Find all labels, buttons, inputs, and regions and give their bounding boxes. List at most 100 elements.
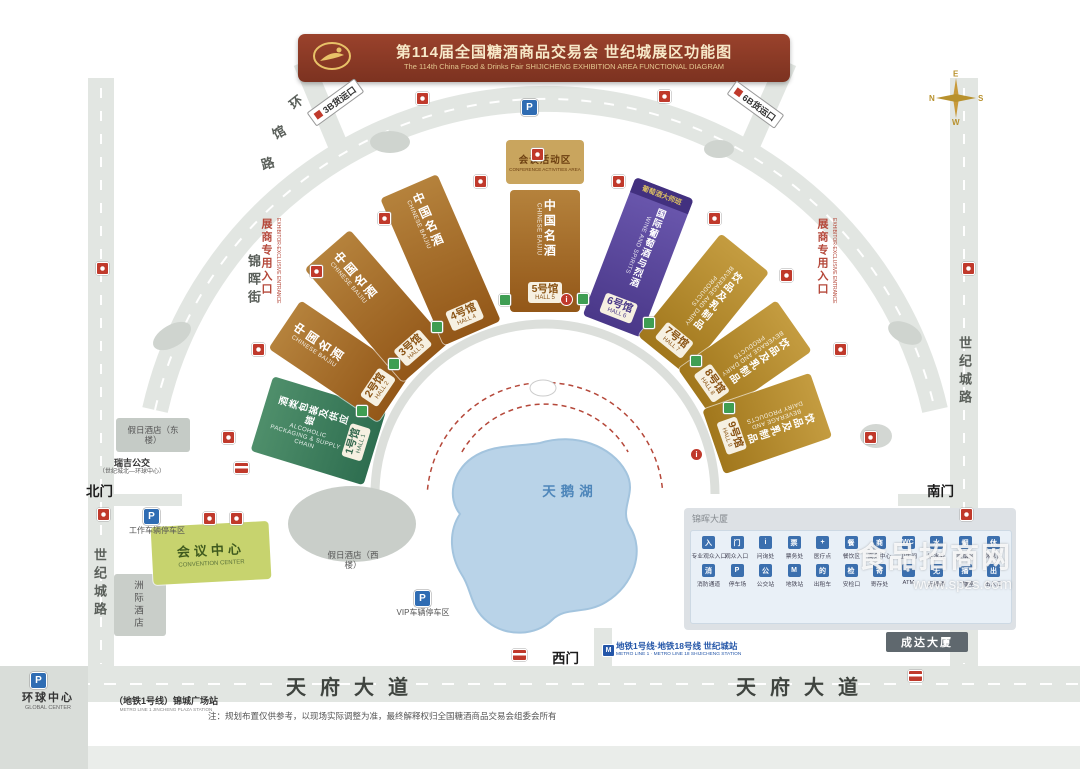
tianfu-avenue-road [0,666,1080,702]
compass-s: S [978,94,984,103]
legend-item-label: 观众入口 [725,553,749,560]
ring-road-centerline [154,97,936,411]
staff-parking-label: 工作车辆停车区 [129,526,185,535]
tianfu-avenue-west-label: 天府大道 [286,677,422,699]
building-blob [370,131,410,153]
legend-item-label: ATM [902,579,914,586]
legend-item-label: 公交站 [756,581,775,588]
rest-area-icon: 休 [987,536,1000,549]
vip-parking-label: VIP车辆停车区 [396,608,450,617]
conference-activities-area: 会议活动区 CONFERENCE ACTIVITIES AREA [506,140,584,184]
holiday-inn-east-label: 假日酒店（东楼） [127,425,179,446]
legend-item: 播广播室 [952,564,979,588]
amenity-icon [230,512,243,525]
amenity-icon [531,148,544,161]
inner-walkway [370,319,720,495]
gate-amenity-icon [97,508,110,521]
accessible-icon: 无 [930,564,943,577]
visitor-entrance-icon: 入 [702,536,715,549]
legend-item: 出出入口 [980,564,1007,588]
fair-logo [312,39,352,78]
amenity-icon [203,512,216,525]
legend-item-label: 商务中心 [867,553,892,560]
metro-station-label: 地铁1号线·地铁18号线 世纪城站 METRO LINE 1 · METRO L… [616,641,742,657]
chengda-tower-label: 成达大厦 [886,632,968,652]
legend-item-label: 出租车 [813,581,832,588]
legend-item-label: 餐饮区 [842,553,860,560]
entrance-icon: 门 [730,536,744,549]
legend-item-label: 卫生间 [899,553,917,560]
dining-icon: 餐 [844,536,858,549]
cargo-icon [733,87,744,98]
century-road-left: 世纪城路 [92,548,107,620]
legend-item-label: 消防通道 [696,581,721,588]
south-gate-label: 南门 [927,484,954,499]
escalator-icon [577,293,589,305]
information-icon: i [690,448,703,461]
north-gate-label: 北门 [86,484,113,499]
legend-item-label: 问询处 [756,553,775,560]
information-icon: i [560,293,573,306]
bus-icon: 公 [759,564,772,577]
small-pond [529,379,557,397]
restroom-icon: WC [901,536,915,549]
dashed-route-arc [461,403,629,453]
legend-item-label: 停车场 [728,581,746,588]
global-center-label: 环球中心 GLOBAL CENTER [22,692,74,712]
exhibitor-entrance-label-en: EXHIBITOR-EXCLUSIVE ENTRANCE [831,218,837,304]
shuttle-bus-label: 瑞吉公交 （世纪城北—环球中心） [98,458,165,475]
broadcast-icon: 播 [958,564,972,577]
legend-item: 的出租车 [809,564,836,588]
tianfu-avenue-east-label: 天府大道 [736,677,872,699]
building-blob [153,321,191,351]
escalator-icon [723,402,735,414]
storage-icon: 寄 [873,564,886,577]
amenity-icon [222,431,235,444]
legend-item-label: 无障碍 [927,581,946,588]
holiday-inn-west-building [288,486,416,562]
exhibitor-entrance-label-cn: 展商专用入口 [260,218,272,296]
parking-icon: P [521,99,538,116]
taxi-icon: 的 [816,564,829,577]
bus-stop-icon [908,670,923,682]
amenity-icon [864,431,877,444]
legend-item-label: 出入口 [984,581,1003,588]
legend-item: 休休息区 [980,536,1007,560]
holiday-inn-west-label: 假日酒店（西楼） [327,550,379,571]
legend-item: 商商务中心 [866,536,893,560]
exhibitor-entrance-label-cn: 展商专用入口 [816,218,828,296]
amenity-icon [416,92,429,105]
disclaimer-note: 注：规划布置仅供参考，以现场实际调整为准，最终解释权归全国糖酒商品交易会组委会所… [208,711,557,721]
legend-item: 无无障碍 [923,564,950,588]
map-title-en: The 114th China Food & Drinks Fair SHIJI… [403,62,725,72]
bottom-strip [0,746,1080,769]
building-blob [888,321,922,345]
gate-amenity-icon [960,508,973,521]
amenity-icon [474,175,487,188]
legend-item: 水饮水处 [923,536,950,560]
legend-item-label: 专业观众入口 [691,553,726,560]
swan-lake [450,438,638,634]
exit-icon: 出 [987,564,1000,577]
fire-icon: 消 [702,564,715,577]
compass-w: W [952,118,960,126]
legend-item: 餐餐饮区 [838,536,865,560]
legend-item: WC 卫生间 [895,536,922,560]
legend-item: 烟吸烟区 [952,536,979,560]
legend-item: 入专业观众入口 [691,536,726,560]
bus-stop-icon [512,649,527,661]
amenity-icon [96,262,109,275]
compass-e: E [953,70,959,79]
building-blob [704,140,734,158]
escalator-icon [690,355,702,367]
legend-item-label: 医疗点 [813,553,832,560]
